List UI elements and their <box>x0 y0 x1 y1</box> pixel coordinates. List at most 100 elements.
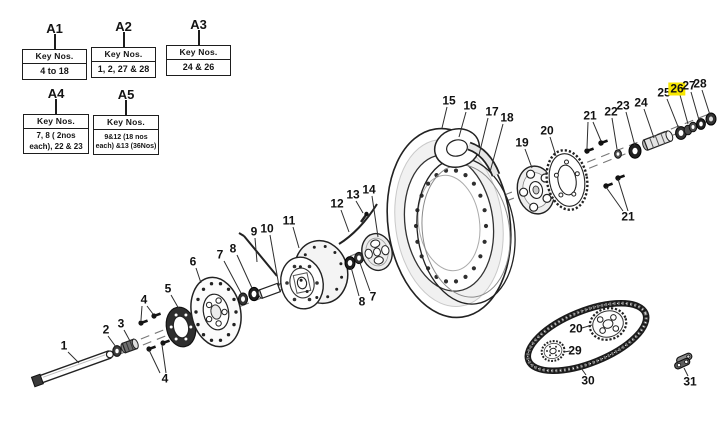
part-callout-27[interactable]: 27 <box>682 78 696 93</box>
part-callout-9[interactable]: 9 <box>250 224 258 239</box>
part-callout-14[interactable]: 14 <box>362 182 376 197</box>
tire-dots <box>413 168 489 284</box>
detail-dot <box>292 297 297 302</box>
leader-line <box>123 329 131 342</box>
drive-chain[interactable] <box>519 289 655 384</box>
washer-22[interactable] <box>614 149 622 159</box>
spacer-25[interactable] <box>675 126 687 140</box>
part-callout-8[interactable]: 8 <box>358 294 366 309</box>
part-callout-28[interactable]: 28 <box>693 76 707 91</box>
chain-joint-link[interactable] <box>672 352 695 370</box>
detail-dot <box>555 345 557 348</box>
part-callout-20[interactable]: 20 <box>569 321 583 336</box>
tire[interactable] <box>375 120 522 325</box>
leader-line <box>146 305 154 315</box>
carrier-bolts[interactable] <box>584 138 626 189</box>
part-callout-24[interactable]: 24 <box>634 95 648 110</box>
part-callout-17[interactable]: 17 <box>485 104 499 119</box>
leader-line <box>371 195 379 238</box>
part-callout-7[interactable]: 7 <box>369 289 377 304</box>
axle-shaft[interactable] <box>30 349 114 388</box>
detail-dot <box>184 337 188 341</box>
spoke-nipple[interactable] <box>360 211 369 223</box>
part-callout-13[interactable]: 13 <box>346 187 360 202</box>
leader-line <box>489 123 504 173</box>
part-callout-10[interactable]: 10 <box>260 221 274 236</box>
part-callout-22[interactable]: 22 <box>604 104 618 119</box>
washer-27[interactable] <box>696 118 706 130</box>
part-callout-25[interactable]: 25 <box>657 85 671 100</box>
leader-line <box>701 89 711 116</box>
detail-dot <box>215 297 222 304</box>
legend-table-a5-connector <box>125 100 127 116</box>
detail-dot <box>215 320 222 327</box>
part-callout-20[interactable]: 20 <box>540 123 554 138</box>
part-callout-4[interactable]: 4 <box>161 371 169 386</box>
part-callout-21[interactable]: 21 <box>583 108 597 123</box>
part-callout-16[interactable]: 16 <box>463 98 477 113</box>
leader-line <box>605 186 624 212</box>
legend-table-a3: A3 Key Nos. 24 & 26 <box>166 17 231 76</box>
spacer-bush[interactable] <box>120 338 140 354</box>
wheel-hub[interactable] <box>276 236 353 313</box>
spacer-23[interactable] <box>628 143 642 159</box>
adjuster-sleeve[interactable] <box>641 130 674 151</box>
leader-line <box>340 209 350 233</box>
axle-nut-28[interactable] <box>705 112 717 126</box>
leader-line <box>580 367 587 376</box>
leader-line <box>236 254 253 289</box>
seal-left[interactable] <box>237 292 249 306</box>
sprocket-carrier[interactable] <box>514 163 559 217</box>
part-callout-3[interactable]: 3 <box>117 316 125 331</box>
disc-bolts[interactable] <box>138 311 171 352</box>
tube[interactable] <box>431 124 484 172</box>
detail-dot <box>209 338 214 342</box>
leader-line <box>170 294 180 310</box>
rear-sprocket[interactable] <box>542 147 592 213</box>
detail-dot <box>478 254 483 259</box>
detail-dot <box>333 251 337 254</box>
part-callout-23[interactable]: 23 <box>616 98 630 113</box>
leader-line <box>643 108 655 139</box>
detail-dot <box>307 297 312 302</box>
detail-dot <box>610 314 617 321</box>
detail-dot <box>196 322 200 327</box>
washers-26[interactable] <box>683 121 698 136</box>
detail-dot <box>340 275 344 279</box>
spoke-left[interactable] <box>238 232 278 277</box>
bearing-left[interactable] <box>248 286 260 302</box>
disc-flange[interactable] <box>163 304 200 349</box>
part-callout-11[interactable]: 11 <box>282 213 296 228</box>
detail-dot <box>335 287 339 291</box>
rim-band[interactable] <box>467 141 501 177</box>
part-callout-6[interactable]: 6 <box>189 254 197 269</box>
part-callout-5[interactable]: 5 <box>164 281 172 296</box>
detail-dot <box>571 191 577 197</box>
part-callout-8[interactable]: 8 <box>229 241 237 256</box>
detail-dot <box>201 287 206 291</box>
brake-disc[interactable] <box>185 273 247 352</box>
detail-dot <box>232 322 236 327</box>
part-callout-1[interactable]: 1 <box>60 338 68 353</box>
part-callout-12[interactable]: 12 <box>330 196 344 211</box>
detail-dot <box>201 333 206 337</box>
detail-dot <box>558 192 564 198</box>
damper-plate[interactable] <box>358 231 395 273</box>
part-callout-19[interactable]: 19 <box>515 135 529 150</box>
bearing-right[interactable] <box>344 256 356 270</box>
detail-dot <box>315 281 319 285</box>
part-callout-15[interactable]: 15 <box>442 93 456 108</box>
axle-washer[interactable] <box>112 345 122 357</box>
part-callout-30[interactable]: 30 <box>581 373 595 388</box>
part-callout-21[interactable]: 21 <box>621 209 635 224</box>
chain-sprocket-small[interactable] <box>539 338 567 364</box>
part-callout-26-highlighted[interactable]: 26 <box>668 81 686 96</box>
part-callout-7[interactable]: 7 <box>216 247 224 262</box>
part-callout-18[interactable]: 18 <box>500 110 514 125</box>
part-callout-29[interactable]: 29 <box>568 343 582 358</box>
legend-table-a5-keys: 9&12 (18 nos each) &13 (36Nos) <box>95 134 157 150</box>
legend-table-a2-title: A2 <box>115 19 132 34</box>
part-callout-2[interactable]: 2 <box>102 322 110 337</box>
part-callout-4[interactable]: 4 <box>140 292 148 307</box>
part-callout-31[interactable]: 31 <box>683 374 697 389</box>
